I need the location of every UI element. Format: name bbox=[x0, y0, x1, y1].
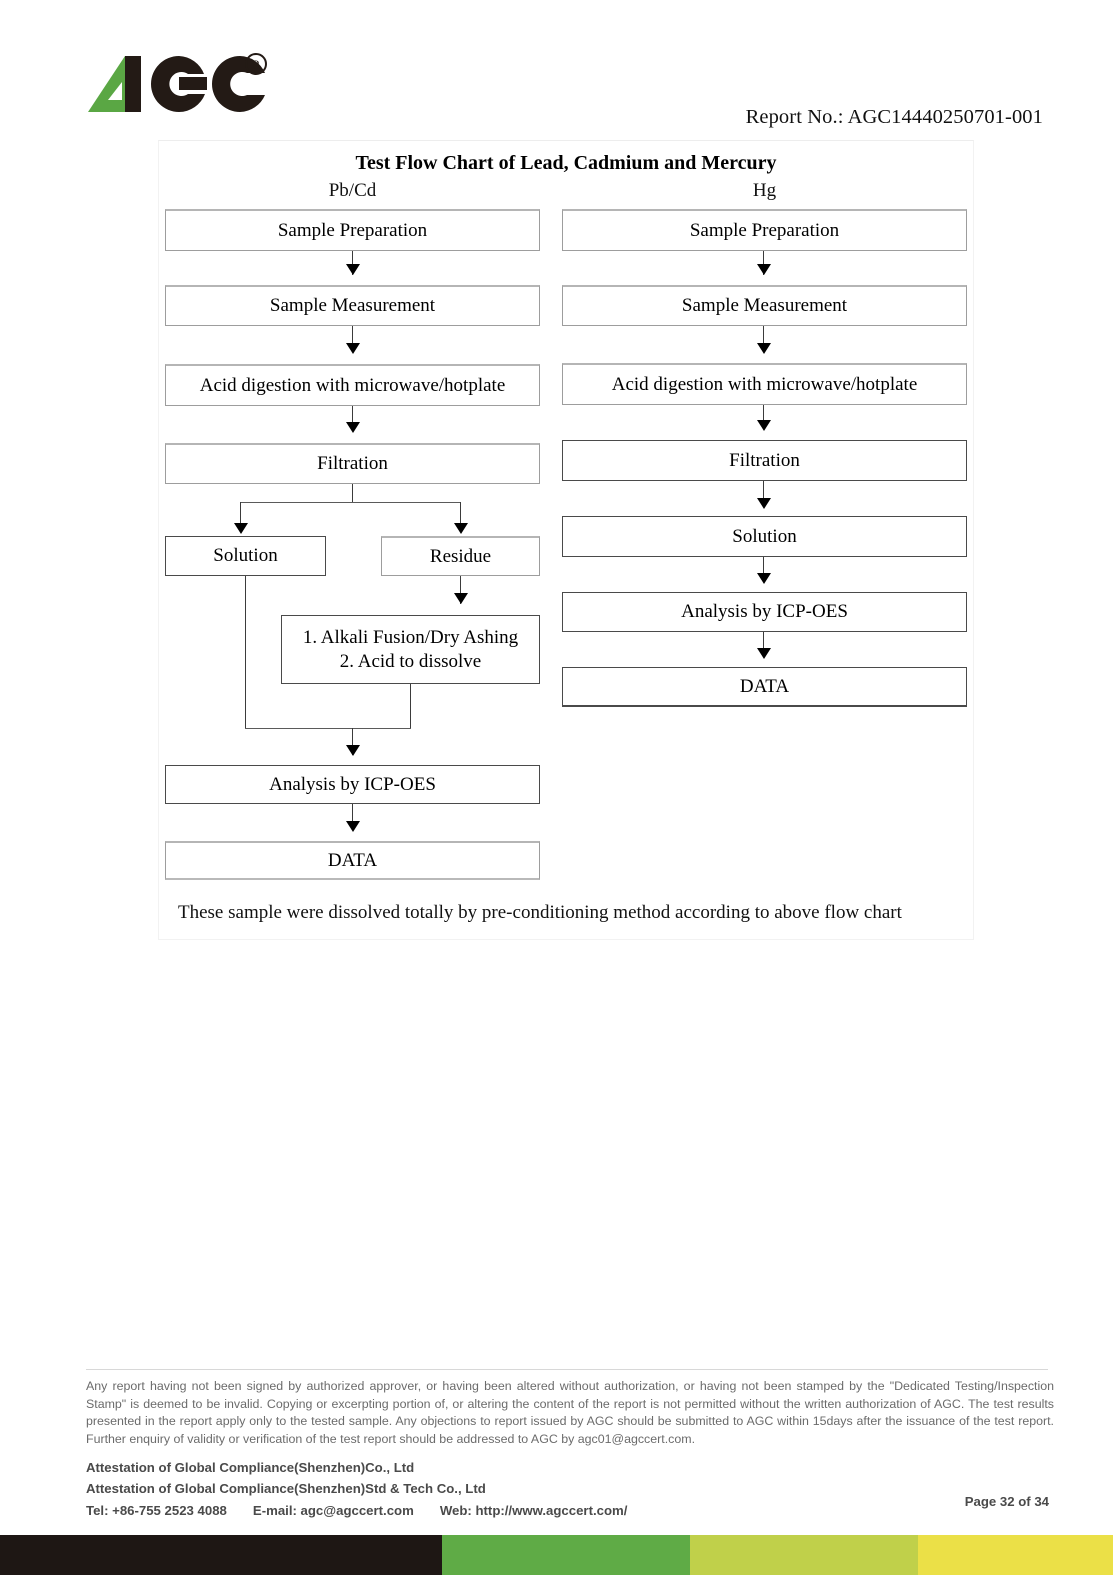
flow-box-label: Sample Preparation bbox=[689, 219, 840, 241]
connector-arrow bbox=[454, 523, 468, 534]
connector-arrow bbox=[757, 573, 771, 584]
flow-box-hg-sample-measurement: Sample Measurement bbox=[562, 285, 967, 326]
flow-box-label: Filtration bbox=[729, 449, 800, 471]
flow-box-label: DATA bbox=[739, 675, 790, 697]
connector-arrow bbox=[454, 593, 468, 604]
connector-line bbox=[352, 406, 353, 431]
connector-line bbox=[352, 804, 353, 830]
website[interactable]: Web: http://www.agccert.com/ bbox=[439, 1502, 628, 1518]
flowchart-title: Test Flow Chart of Lead, Cadmium and Mer… bbox=[355, 152, 777, 174]
telephone: Tel: +86-755 2523 4088 bbox=[86, 1502, 227, 1518]
connector-arrow bbox=[757, 264, 771, 275]
footer-disclaimer: Any report having not been signed by aut… bbox=[86, 1379, 1054, 1446]
flow-box-hg-filtration: Filtration bbox=[562, 440, 967, 481]
connector-line bbox=[763, 405, 764, 429]
flow-box-label: Filtration bbox=[317, 453, 388, 475]
flow-box-label-group: 1. Alkali Fusion/Dry Ashing 2. Acid to d… bbox=[303, 626, 518, 674]
page-number: Page 32 of 34 bbox=[964, 1494, 1049, 1509]
flow-box-label: Analysis by ICP-OES bbox=[681, 601, 848, 623]
connector-arrow bbox=[757, 343, 771, 354]
contact-row: Tel: +86-755 2523 4088 E-mail: agc@agcce… bbox=[86, 1500, 627, 1521]
spacer bbox=[227, 1500, 253, 1521]
bottom-color-bar bbox=[0, 1535, 1113, 1575]
flowchart-caption: These sample were dissolved totally by p… bbox=[178, 902, 902, 923]
flow-box-pb-filtration: Filtration bbox=[165, 443, 540, 484]
email[interactable]: E-mail: agc@agccert.com bbox=[252, 1502, 414, 1518]
flow-box-label-line1: 1. Alkali Fusion/Dry Ashing bbox=[302, 626, 519, 648]
connector-line bbox=[352, 251, 353, 275]
flow-box-label: Residue bbox=[429, 545, 492, 567]
company-name-line-2: Attestation of Global Compliance(Shenzhe… bbox=[86, 1481, 486, 1497]
connector-line bbox=[245, 728, 411, 729]
flowchart-frame bbox=[158, 140, 974, 940]
connector-line bbox=[763, 326, 764, 350]
flow-box-pb-sample-preparation: Sample Preparation bbox=[165, 209, 540, 251]
flow-box-hg-acid-digestion: Acid digestion with microwave/hotplate bbox=[562, 363, 967, 405]
connector-arrow bbox=[346, 343, 360, 354]
flow-box-hg-sample-preparation: Sample Preparation bbox=[562, 209, 967, 251]
connector-line bbox=[763, 481, 764, 505]
flow-box-label: Acid digestion with microwave/hotplate bbox=[199, 374, 506, 396]
flow-box-pb-data: DATA bbox=[165, 841, 540, 880]
connector-line bbox=[763, 632, 764, 656]
connector-arrow bbox=[346, 422, 360, 433]
connector-line bbox=[460, 502, 461, 528]
connector-arrow bbox=[757, 498, 771, 509]
flow-box-label-line2: 2. Acid to dissolve bbox=[339, 650, 482, 672]
spacer bbox=[414, 1500, 440, 1521]
connector-arrow bbox=[757, 648, 771, 659]
report-number: Report No.: AGC14440250701-001 bbox=[745, 106, 1043, 128]
connector-line bbox=[245, 576, 246, 728]
flow-box-pb-residue: Residue bbox=[381, 536, 540, 576]
agc-logo: R bbox=[84, 52, 269, 124]
company-name-line-1: Attestation of Global Compliance(Shenzhe… bbox=[86, 1460, 415, 1475]
flow-box-hg-analysis-icp-oes: Analysis by ICP-OES bbox=[562, 592, 967, 632]
flow-box-pb-solution: Solution bbox=[165, 536, 326, 576]
connector-line bbox=[240, 502, 241, 528]
flow-box-label: Sample Measurement bbox=[269, 295, 436, 317]
column-label-pb-cd: Pb/Cd bbox=[328, 180, 377, 201]
flow-box-label: DATA bbox=[327, 849, 378, 871]
footer-address: Attestation of Global Compliance(Shenzhe… bbox=[86, 1457, 627, 1521]
flow-box-pb-acid-digestion: Acid digestion with microwave/hotplate bbox=[165, 364, 540, 406]
connector-line bbox=[763, 251, 764, 275]
connector-arrow bbox=[346, 264, 360, 275]
connector-line bbox=[352, 484, 353, 502]
flow-box-label: Sample Preparation bbox=[277, 219, 428, 241]
flow-box-pb-analysis-icp-oes: Analysis by ICP-OES bbox=[165, 765, 540, 804]
footer-divider bbox=[86, 1369, 1048, 1370]
connector-line bbox=[410, 684, 411, 728]
flow-box-label: Solution bbox=[732, 525, 797, 547]
flow-box-pb-alkali-fusion: 1. Alkali Fusion/Dry Ashing 2. Acid to d… bbox=[281, 615, 540, 684]
flow-box-label: Analysis by ICP-OES bbox=[269, 773, 436, 795]
color-segment-yellow bbox=[918, 1535, 1113, 1575]
flow-box-label: Solution bbox=[213, 545, 278, 567]
connector-arrow bbox=[346, 745, 360, 756]
color-segment-yellow-green bbox=[690, 1535, 918, 1575]
connector-arrow bbox=[234, 523, 248, 534]
connector-arrow bbox=[346, 821, 360, 832]
color-segment-green bbox=[442, 1535, 690, 1575]
connector-line bbox=[460, 576, 461, 604]
connector-arrow bbox=[757, 420, 771, 431]
flow-box-hg-solution: Solution bbox=[562, 516, 967, 557]
flow-box-label: Acid digestion with microwave/hotplate bbox=[611, 373, 918, 395]
connector-line bbox=[352, 728, 353, 755]
connector-line bbox=[352, 326, 353, 350]
flow-box-hg-data: DATA bbox=[562, 667, 967, 707]
svg-text:R: R bbox=[252, 57, 261, 72]
flow-box-label: Sample Measurement bbox=[681, 295, 848, 317]
column-label-hg: Hg bbox=[752, 180, 777, 201]
color-segment-dark bbox=[0, 1535, 442, 1575]
connector-line bbox=[240, 502, 461, 503]
connector-line bbox=[763, 557, 764, 581]
flow-box-pb-sample-measurement: Sample Measurement bbox=[165, 285, 540, 326]
